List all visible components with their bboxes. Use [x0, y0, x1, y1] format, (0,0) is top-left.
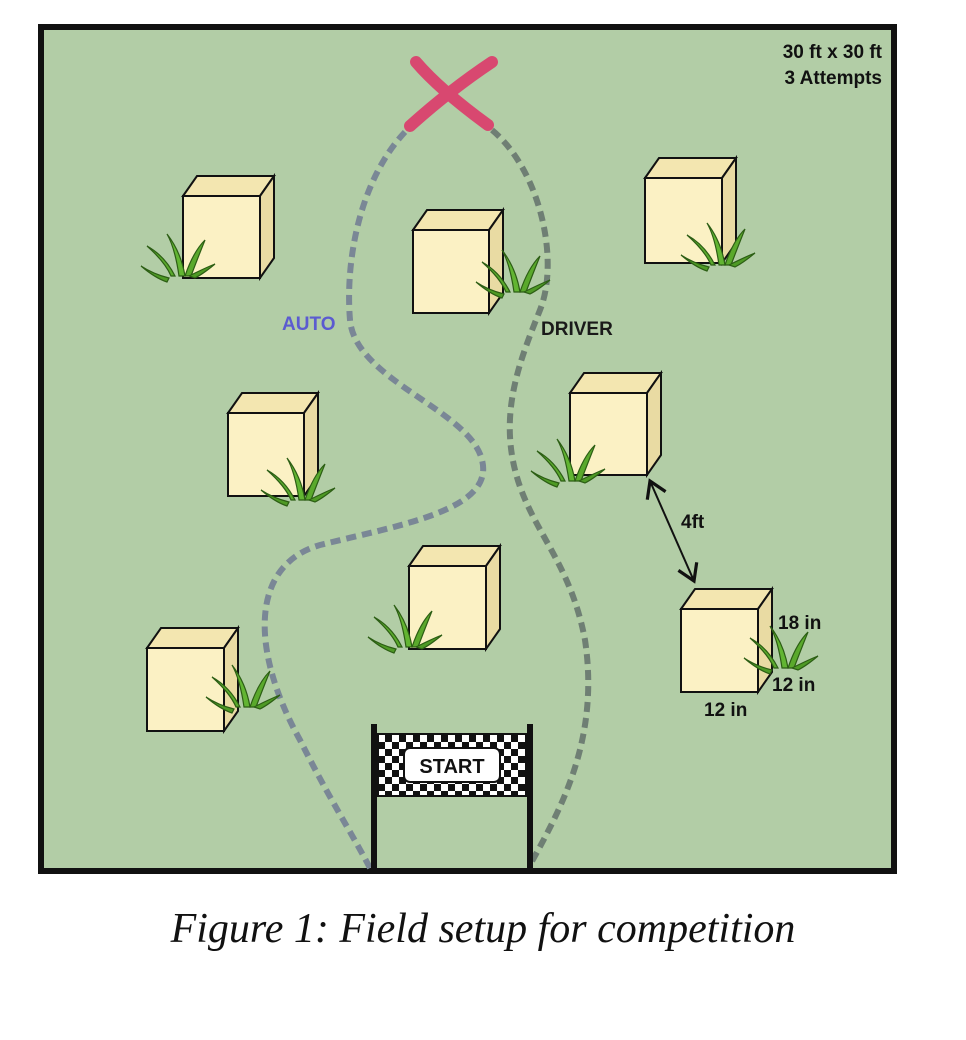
box: [643, 154, 738, 267]
height-label: 18 in: [778, 613, 821, 634]
box: [226, 389, 320, 500]
start-label: START: [419, 756, 484, 778]
field-size-label: 30 ft x 30 ft: [783, 42, 883, 63]
box: [181, 172, 276, 282]
x-mark-icon: [404, 56, 498, 132]
spacing-label: 4ft: [681, 512, 705, 533]
auto-path: [261, 129, 487, 870]
auto-path-label: AUTO: [282, 314, 335, 335]
spacing-arrow: [645, 478, 699, 584]
figure-caption: Figure 1: Field setup for competition: [170, 906, 796, 952]
width-label: 12 in: [704, 700, 747, 721]
driver-path: [490, 127, 592, 867]
box: [407, 542, 502, 653]
box: [145, 624, 240, 735]
attempts-label: 3 Attempts: [785, 68, 882, 89]
depth-label: 12 in: [772, 675, 815, 696]
checkered-flag-icon: [371, 724, 533, 868]
start-sign: [403, 747, 501, 783]
driver-path-label: DRIVER: [541, 319, 613, 340]
measured-box: [679, 585, 774, 696]
box: [411, 206, 505, 317]
